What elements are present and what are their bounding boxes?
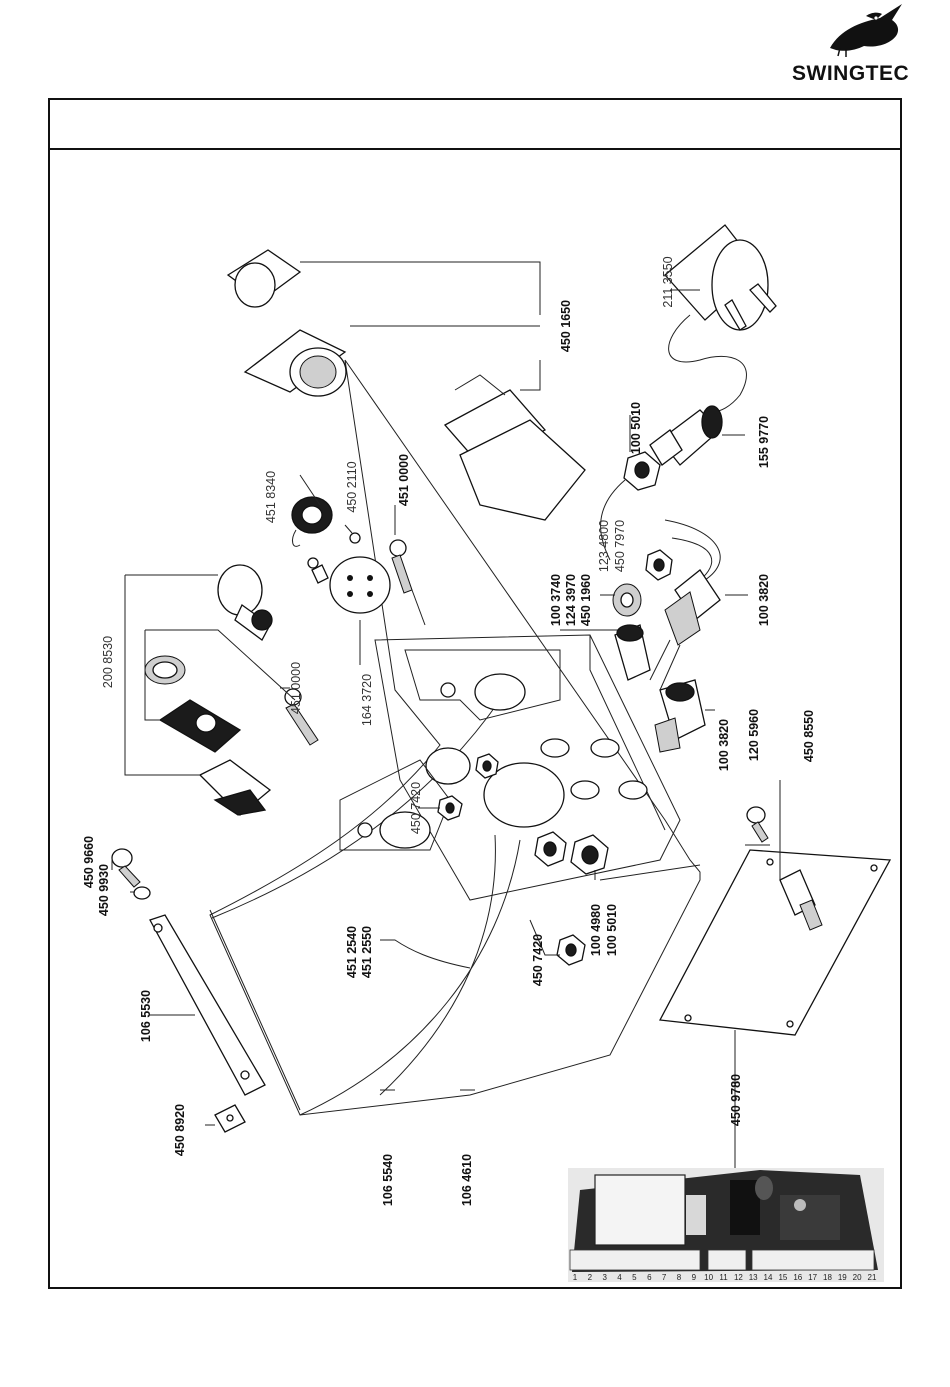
part-number-label: 164 3720 [360,674,374,726]
pcb-terminal-number: 10 [704,1273,713,1282]
part-number-label: 106 5530 [139,990,153,1042]
fitting-center [614,624,651,681]
pcb-terminal-number: 11 [719,1273,728,1282]
part-number-label: 451 8340 [264,471,278,523]
part-number-label: 450 1960 [579,574,593,626]
part-number-label: 451 2540 [345,926,359,978]
part-number-label: 450 9780 [729,1074,743,1126]
part-number-label: 450 8550 [802,710,816,762]
part-number-label: 155 9770 [757,416,771,468]
pcb-terminal-number: 12 [734,1273,743,1282]
part-number-label: 124 3970 [564,574,578,626]
part-number-labels: 211 3550 450 1650 100 5010 155 9770 451 8340… [82,256,816,1206]
pcb-terminal-number: 17 [808,1273,817,1282]
part-number-label: 106 5540 [381,1154,395,1206]
side-strip [149,914,266,1133]
small-nut [645,549,673,581]
pcb-terminal-number: 6 [647,1273,652,1282]
pcb-terminal-number: 14 [764,1273,773,1282]
hex-nut-7420-small [437,795,463,821]
hose-pipe [600,479,721,601]
pcb-terminal-number: 13 [749,1273,758,1282]
part-number-label: 450 7420 [409,782,423,834]
part-number-label: 450 1650 [559,300,573,352]
lock-washer [612,583,642,617]
cable-gland [649,405,723,466]
part-number-label: 200 8530 [101,636,115,688]
pcb-terminal-number: 16 [793,1273,802,1282]
pcb-terminal-number: 21 [868,1273,877,1282]
part-number-label: 100 5010 [605,904,619,956]
pcb-terminal-number: 2 [588,1273,593,1282]
side-panel [339,649,561,851]
pcb-terminal-number: 7 [662,1273,667,1282]
pcb-mounting-plate [658,806,892,1036]
housing-plate [209,359,701,1116]
base-block [374,634,681,901]
fitting-right [649,569,721,691]
part-number-label: 450 9930 [97,864,111,916]
part-number-label: 450 7420 [531,934,545,986]
pcb-terminal-number: 9 [692,1273,697,1282]
rotary-switch [226,249,586,521]
brand-name: SWINGTEC [792,62,910,85]
screw-upper [389,539,426,626]
header-band [48,98,902,150]
part-number-label: 450 2110 [345,461,359,512]
pcb-photo [568,1168,884,1282]
part-number-label: 451 0000 [289,662,303,714]
pcb-terminal-number: 3 [602,1273,607,1282]
part-number-label: 100 3820 [757,574,771,626]
part-number-label: 451 0000 [397,454,411,506]
pcb-terminal-number: 15 [778,1273,787,1282]
hex-nuts-lower [534,831,609,875]
hex-nut-block [475,753,499,779]
part-number-label: 450 9660 [82,836,96,888]
leader-lines [111,261,781,1180]
bird-logo-icon [830,4,902,57]
part-number-label: 450 8920 [173,1104,187,1156]
screw-9660 [111,848,151,900]
part-number-label: 100 3740 [549,574,563,626]
part-number-label: 120 5960 [747,709,761,761]
diagram-frame [48,98,902,1289]
hex-nut-7420 [556,934,586,966]
pcb-terminal-number: 20 [853,1273,862,1282]
part-number-label: 100 3820 [717,719,731,771]
pcb-terminal-number: 1 [573,1273,578,1282]
pcb-terminal-number: 8 [677,1273,682,1282]
hex-nut-top [623,451,661,491]
part-number-label: 211 3550 [661,256,675,307]
pcb-terminal-number: 5 [632,1273,637,1282]
part-number-label: 451 2550 [360,926,374,978]
part-number-label: 106 4610 [460,1154,474,1206]
pcb-terminal-number: 4 [617,1273,622,1282]
screw-lower [284,688,319,746]
part-number-label: 100 5010 [629,402,643,454]
connector-socket [291,496,391,614]
mains-plug [664,224,777,413]
part-number-label: 100 4980 [589,904,603,956]
part-number-label: 450 7970 [613,520,627,572]
pcb-terminal-number: 18 [823,1273,832,1282]
signal-lamp [144,564,273,816]
part-number-label: 123 4800 [597,520,611,572]
fitting-lower [654,679,706,753]
pcb-terminal-number: 19 [838,1273,847,1282]
